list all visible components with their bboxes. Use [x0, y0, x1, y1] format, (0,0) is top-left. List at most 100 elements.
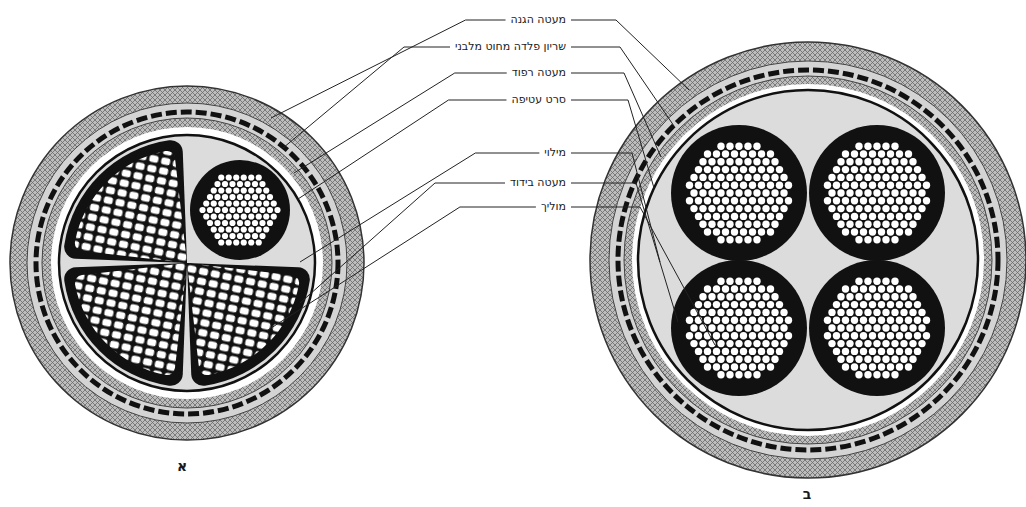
strand: [731, 228, 738, 235]
strand: [758, 197, 765, 204]
strand: [218, 213, 224, 219]
strand: [909, 158, 916, 165]
strand: [263, 226, 269, 232]
strand: [731, 150, 738, 157]
strand: [735, 174, 742, 181]
strand: [753, 278, 760, 285]
strand: [896, 332, 903, 339]
round-conductor: [190, 160, 290, 260]
strand: [771, 293, 778, 300]
strand: [855, 143, 862, 150]
strand: [882, 309, 889, 316]
strand: [229, 181, 235, 187]
strand: [767, 285, 774, 292]
strand: [860, 348, 867, 355]
strand: [211, 187, 217, 193]
strand: [713, 197, 720, 204]
strand: [855, 293, 862, 300]
strand: [731, 363, 738, 370]
strand: [828, 340, 835, 347]
strand: [767, 197, 774, 204]
strand: [785, 332, 792, 339]
strand: [218, 239, 224, 245]
leader-line: [571, 47, 674, 126]
strand: [896, 182, 903, 189]
strand: [695, 197, 702, 204]
strand: [731, 348, 738, 355]
strand: [237, 233, 243, 239]
strand: [708, 220, 715, 227]
strand: [833, 332, 840, 339]
strand: [887, 285, 894, 292]
strand: [731, 317, 738, 324]
strand: [869, 182, 876, 189]
strand: [837, 205, 844, 212]
strand: [873, 324, 880, 331]
strand: [229, 207, 235, 213]
strand: [767, 301, 774, 308]
strand: [758, 301, 765, 308]
strand: [713, 332, 720, 339]
strand: [905, 317, 912, 324]
strand: [740, 285, 747, 292]
strand: [237, 181, 243, 187]
strand: [256, 226, 262, 232]
strand: [869, 301, 876, 308]
strand: [882, 205, 889, 212]
round-conductor: [671, 260, 807, 396]
strand: [735, 309, 742, 316]
strand: [882, 293, 889, 300]
strand: [891, 324, 898, 331]
strand: [708, 174, 715, 181]
strand: [846, 189, 853, 196]
strand: [767, 182, 774, 189]
leader-line: [271, 20, 506, 118]
armor-layer: [27, 103, 347, 423]
strand: [241, 200, 247, 206]
strand: [699, 174, 706, 181]
strand: [704, 301, 711, 308]
strand: [744, 309, 751, 316]
strand: [891, 371, 898, 378]
strand: [864, 293, 871, 300]
strand: [855, 371, 862, 378]
strand: [869, 348, 876, 355]
strand: [695, 348, 702, 355]
strand: [753, 174, 760, 181]
strand: [226, 213, 232, 219]
strand: [914, 332, 921, 339]
strand: [726, 324, 733, 331]
strand: [905, 348, 912, 355]
strand: [244, 220, 250, 226]
strand: [726, 340, 733, 347]
strand: [896, 348, 903, 355]
strand: [878, 348, 885, 355]
strand: [918, 189, 925, 196]
strand: [864, 236, 871, 243]
strand: [842, 197, 849, 204]
strand: [882, 340, 889, 347]
strand: [842, 285, 849, 292]
strand: [717, 220, 724, 227]
strand: [860, 363, 867, 370]
strand: [855, 309, 862, 316]
strand: [762, 293, 769, 300]
strand: [855, 158, 862, 165]
part-label: סרט עטיפה: [509, 93, 568, 106]
strand: [211, 226, 217, 232]
strand: [704, 285, 711, 292]
strand: [722, 285, 729, 292]
strand: [900, 340, 907, 347]
strand: [860, 317, 867, 324]
strand: [842, 301, 849, 308]
strand: [828, 189, 835, 196]
strand: [837, 340, 844, 347]
strand: [740, 228, 747, 235]
strand: [860, 301, 867, 308]
strand: [776, 182, 783, 189]
strand: [923, 317, 930, 324]
strand: [740, 182, 747, 189]
strand: [726, 205, 733, 212]
strand: [214, 181, 220, 187]
strand: [887, 301, 894, 308]
